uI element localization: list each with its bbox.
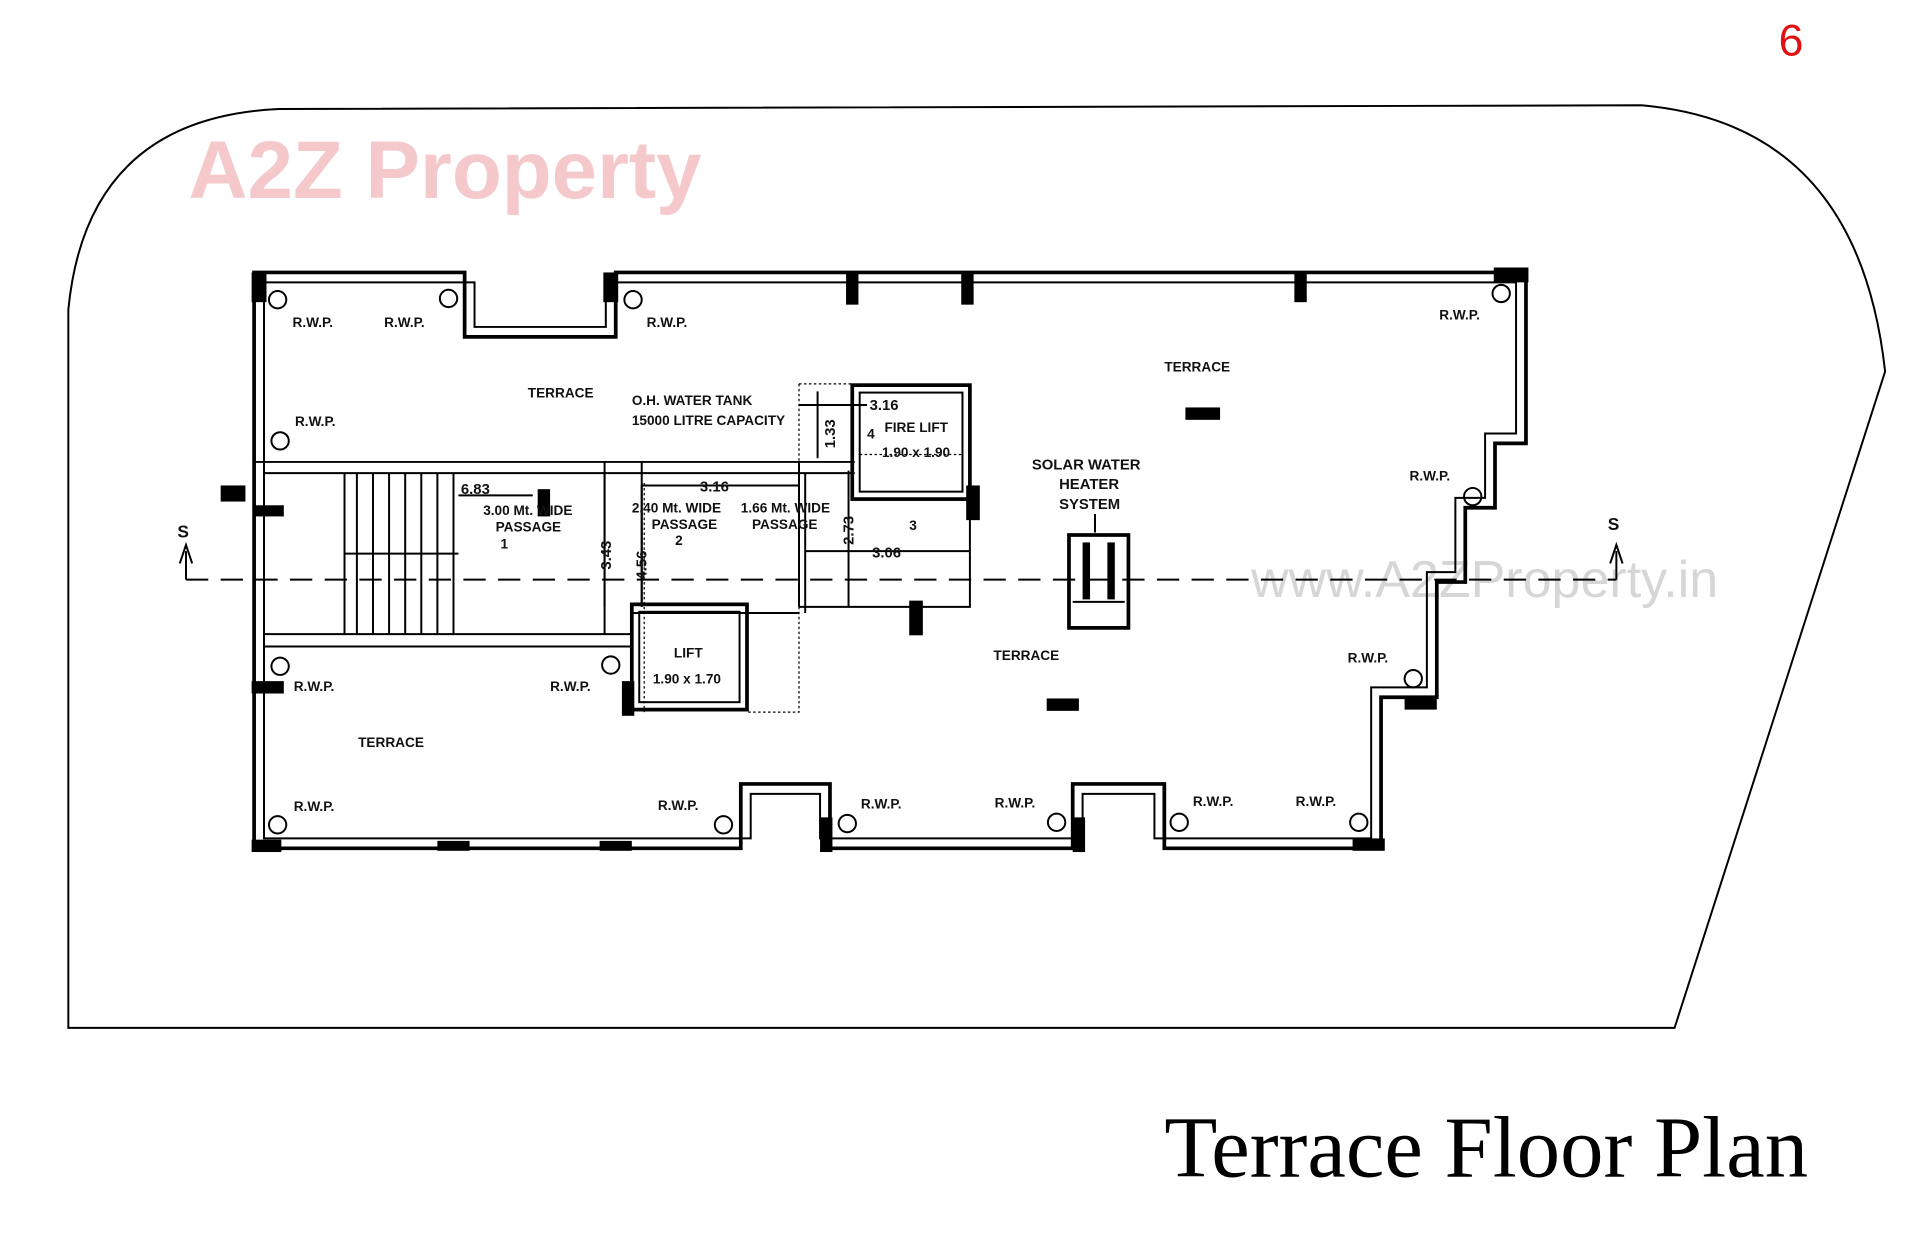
water-tank-capacity: 15000 LITRE CAPACITY xyxy=(632,413,785,428)
svg-text:R.W.P.: R.W.P. xyxy=(1296,794,1337,809)
fire-lift-size: 1.90 x 1.90 xyxy=(882,445,951,460)
svg-text:R.W.P.: R.W.P. xyxy=(295,414,336,429)
terrace-top-left-label: TERRACE xyxy=(528,386,594,401)
watermark-logo: A2Z Property xyxy=(188,125,702,216)
svg-text:R.W.P.: R.W.P. xyxy=(1193,794,1234,809)
svg-text:R.W.P.: R.W.P. xyxy=(1410,469,1451,484)
passage-1-label-2: PASSAGE xyxy=(496,519,562,534)
svg-text:R.W.P.: R.W.P. xyxy=(294,799,335,814)
fire-lift-number: 4 xyxy=(867,426,875,441)
passage-1-number: 1 xyxy=(501,537,509,552)
dimension-1-33: 1.33 xyxy=(823,419,839,448)
fire-lift-label: FIRE LIFT xyxy=(884,420,948,435)
core-walls xyxy=(254,383,972,713)
staircase xyxy=(343,473,459,635)
svg-text:R.W.P.: R.W.P. xyxy=(1439,308,1480,323)
passage-1-label: 3.00 Mt. WIDE xyxy=(483,503,572,518)
lift-shaft xyxy=(629,602,749,712)
svg-text:R.W.P.: R.W.P. xyxy=(647,315,688,330)
water-tank-label: O.H. WATER TANK xyxy=(632,393,753,408)
page-number: 6 xyxy=(1779,17,1804,66)
lift-size: 1.90 x 1.70 xyxy=(653,672,722,687)
svg-text:R.W.P.: R.W.P. xyxy=(550,679,591,694)
dimension-6-83: 6.83 xyxy=(461,482,490,498)
dimension-3-43: 3.43 xyxy=(599,541,615,570)
svg-text:R.W.P.: R.W.P. xyxy=(384,315,425,330)
section-marker-right: S xyxy=(1608,514,1620,534)
section-marker-left: S xyxy=(177,521,189,541)
svg-text:R.W.P.: R.W.P. xyxy=(861,797,902,812)
terrace-top-right-label: TERRACE xyxy=(1164,360,1230,375)
solar-heater xyxy=(1067,513,1131,630)
svg-text:R.W.P.: R.W.P. xyxy=(292,315,333,330)
passage-2-label: 2.40 Mt. WIDE xyxy=(632,501,721,516)
solar-heater-label: SOLAR WATER xyxy=(1032,457,1141,473)
columns xyxy=(220,267,1529,853)
dimension-4-56: 4.56 xyxy=(635,551,651,580)
dimension-2-73: 2.73 xyxy=(841,516,857,545)
solar-heater-label-2: HEATER xyxy=(1059,477,1119,493)
passage-3-number: 3 xyxy=(909,518,917,533)
solar-heater-label-3: SYSTEM xyxy=(1059,497,1120,513)
passage-2-label-2: PASSAGE xyxy=(652,517,718,532)
passage-3-label-2: PASSAGE xyxy=(752,517,818,532)
terrace-center-label: TERRACE xyxy=(993,648,1059,663)
lift-label: LIFT xyxy=(674,646,703,661)
svg-text:R.W.P.: R.W.P. xyxy=(658,798,699,813)
dimension-lines xyxy=(458,391,970,607)
dimension-3-06: 3.06 xyxy=(872,545,901,561)
fire-lift-shaft xyxy=(850,383,972,501)
rain-water-pipes xyxy=(267,283,1511,835)
terrace-bottom-left-label: TERRACE xyxy=(358,735,424,750)
section-line xyxy=(178,541,1624,581)
dimension-3-16: 3.16 xyxy=(700,480,729,496)
rwp-labels: R.W.P. R.W.P. R.W.P. R.W.P. R.W.P. R.W.P… xyxy=(292,308,1479,815)
svg-text:R.W.P.: R.W.P. xyxy=(995,795,1036,810)
meter-box-icon xyxy=(220,485,246,502)
passage-3-label: 1.66 Mt. WIDE xyxy=(741,501,830,516)
svg-text:R.W.P.: R.W.P. xyxy=(1348,651,1389,666)
svg-text:R.W.P.: R.W.P. xyxy=(294,679,335,694)
passage-2-number: 2 xyxy=(675,533,683,548)
plan-title: Terrace Floor Plan xyxy=(1164,1100,1808,1196)
site-boundary xyxy=(67,104,1887,1029)
dimension-3-16-fire-lift: 3.16 xyxy=(870,398,899,414)
